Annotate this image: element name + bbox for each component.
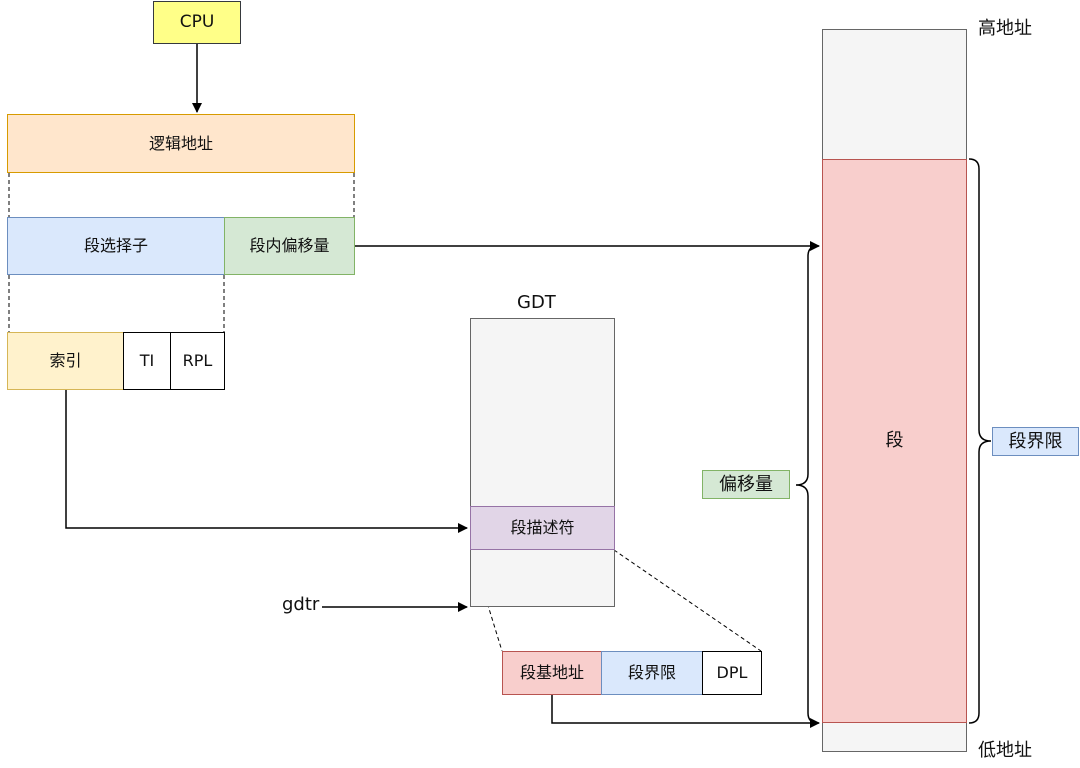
- offset-tag: 偏移量: [702, 470, 790, 499]
- base-arrow: [551, 695, 820, 728]
- logical-address-box: 逻辑地址: [7, 114, 355, 173]
- gdt-title: GDT: [517, 292, 556, 313]
- index-arrow: [65, 390, 468, 533]
- segment-base-field: 段基地址: [502, 651, 602, 695]
- limit-brace: [968, 158, 992, 724]
- offset-brace: [795, 245, 819, 724]
- memory-segment: 段: [822, 159, 967, 723]
- index-field: 索引: [7, 332, 124, 390]
- gdt-table: [470, 318, 615, 607]
- descriptor-dash-right: [613, 549, 762, 652]
- gdtr-label: gdtr: [282, 594, 320, 615]
- segment-limit-tag: 段界限: [992, 427, 1079, 456]
- ti-field: TI: [123, 332, 171, 390]
- rpl-field: RPL: [170, 332, 225, 390]
- segment-limit-field: 段界限: [601, 651, 703, 695]
- intra-segment-offset-box: 段内偏移量: [224, 217, 355, 275]
- high-address-label: 高地址: [978, 18, 1032, 39]
- dpl-field: DPL: [702, 651, 762, 695]
- segment-descriptor-box: 段描述符: [470, 506, 615, 550]
- low-address-label: 低地址: [978, 740, 1032, 761]
- segment-selector-box: 段选择子: [7, 217, 225, 275]
- cpu-box: CPU: [153, 1, 241, 44]
